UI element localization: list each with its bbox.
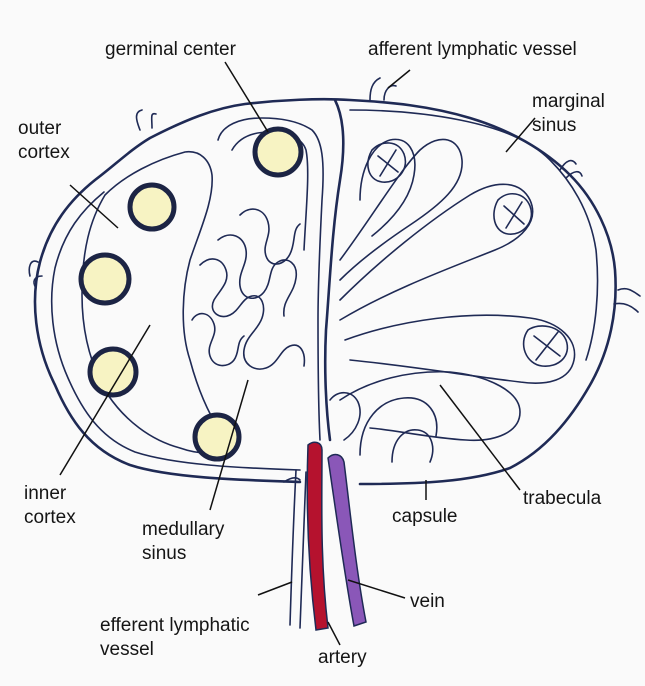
- label-outer-cortex-line2: cortex: [18, 141, 70, 165]
- label-outer-cortex-line1: outer: [18, 117, 61, 141]
- label-marginal-sinus-line2: sinus: [532, 114, 576, 138]
- follicle: [195, 415, 239, 459]
- label-efferent-lymphatic-vessel-line1: efferent lymphatic: [100, 614, 250, 638]
- leader-germinal-center: [225, 62, 268, 132]
- label-medullary-sinus-line1: medullary: [142, 518, 224, 542]
- trabecula-arc: [325, 100, 343, 440]
- label-inner-cortex-line2: cortex: [24, 506, 76, 530]
- label-trabecula: trabecula: [523, 487, 601, 511]
- label-inner-cortex-line1: inner: [24, 482, 66, 506]
- label-efferent-lymphatic-vessel-line2: vessel: [100, 638, 154, 662]
- afferent-vessel-stub: [370, 78, 396, 100]
- vein-vessel: [328, 455, 366, 626]
- label-capsule: capsule: [392, 505, 458, 529]
- follicle: [81, 255, 129, 303]
- germinal-center-follicle: [255, 129, 301, 175]
- efferent-vessel-path: [290, 470, 306, 628]
- label-artery: artery: [318, 646, 367, 670]
- label-afferent-lymphatic-vessel: afferent lymphatic vessel: [368, 38, 577, 62]
- leader-artery: [328, 622, 340, 645]
- leader-trabecula: [440, 385, 520, 490]
- label-germinal-center: germinal center: [105, 38, 236, 62]
- label-marginal-sinus-line1: marginal: [532, 90, 605, 114]
- follicle: [130, 185, 174, 229]
- leader-afferent: [388, 70, 410, 88]
- leader-outer-cortex: [70, 185, 118, 228]
- label-vein: vein: [410, 590, 445, 614]
- leader-efferent: [258, 582, 292, 595]
- label-medullary-sinus-line2: sinus: [142, 542, 186, 566]
- artery-vessel: [307, 442, 328, 630]
- medullary-sinus-path: [200, 259, 304, 369]
